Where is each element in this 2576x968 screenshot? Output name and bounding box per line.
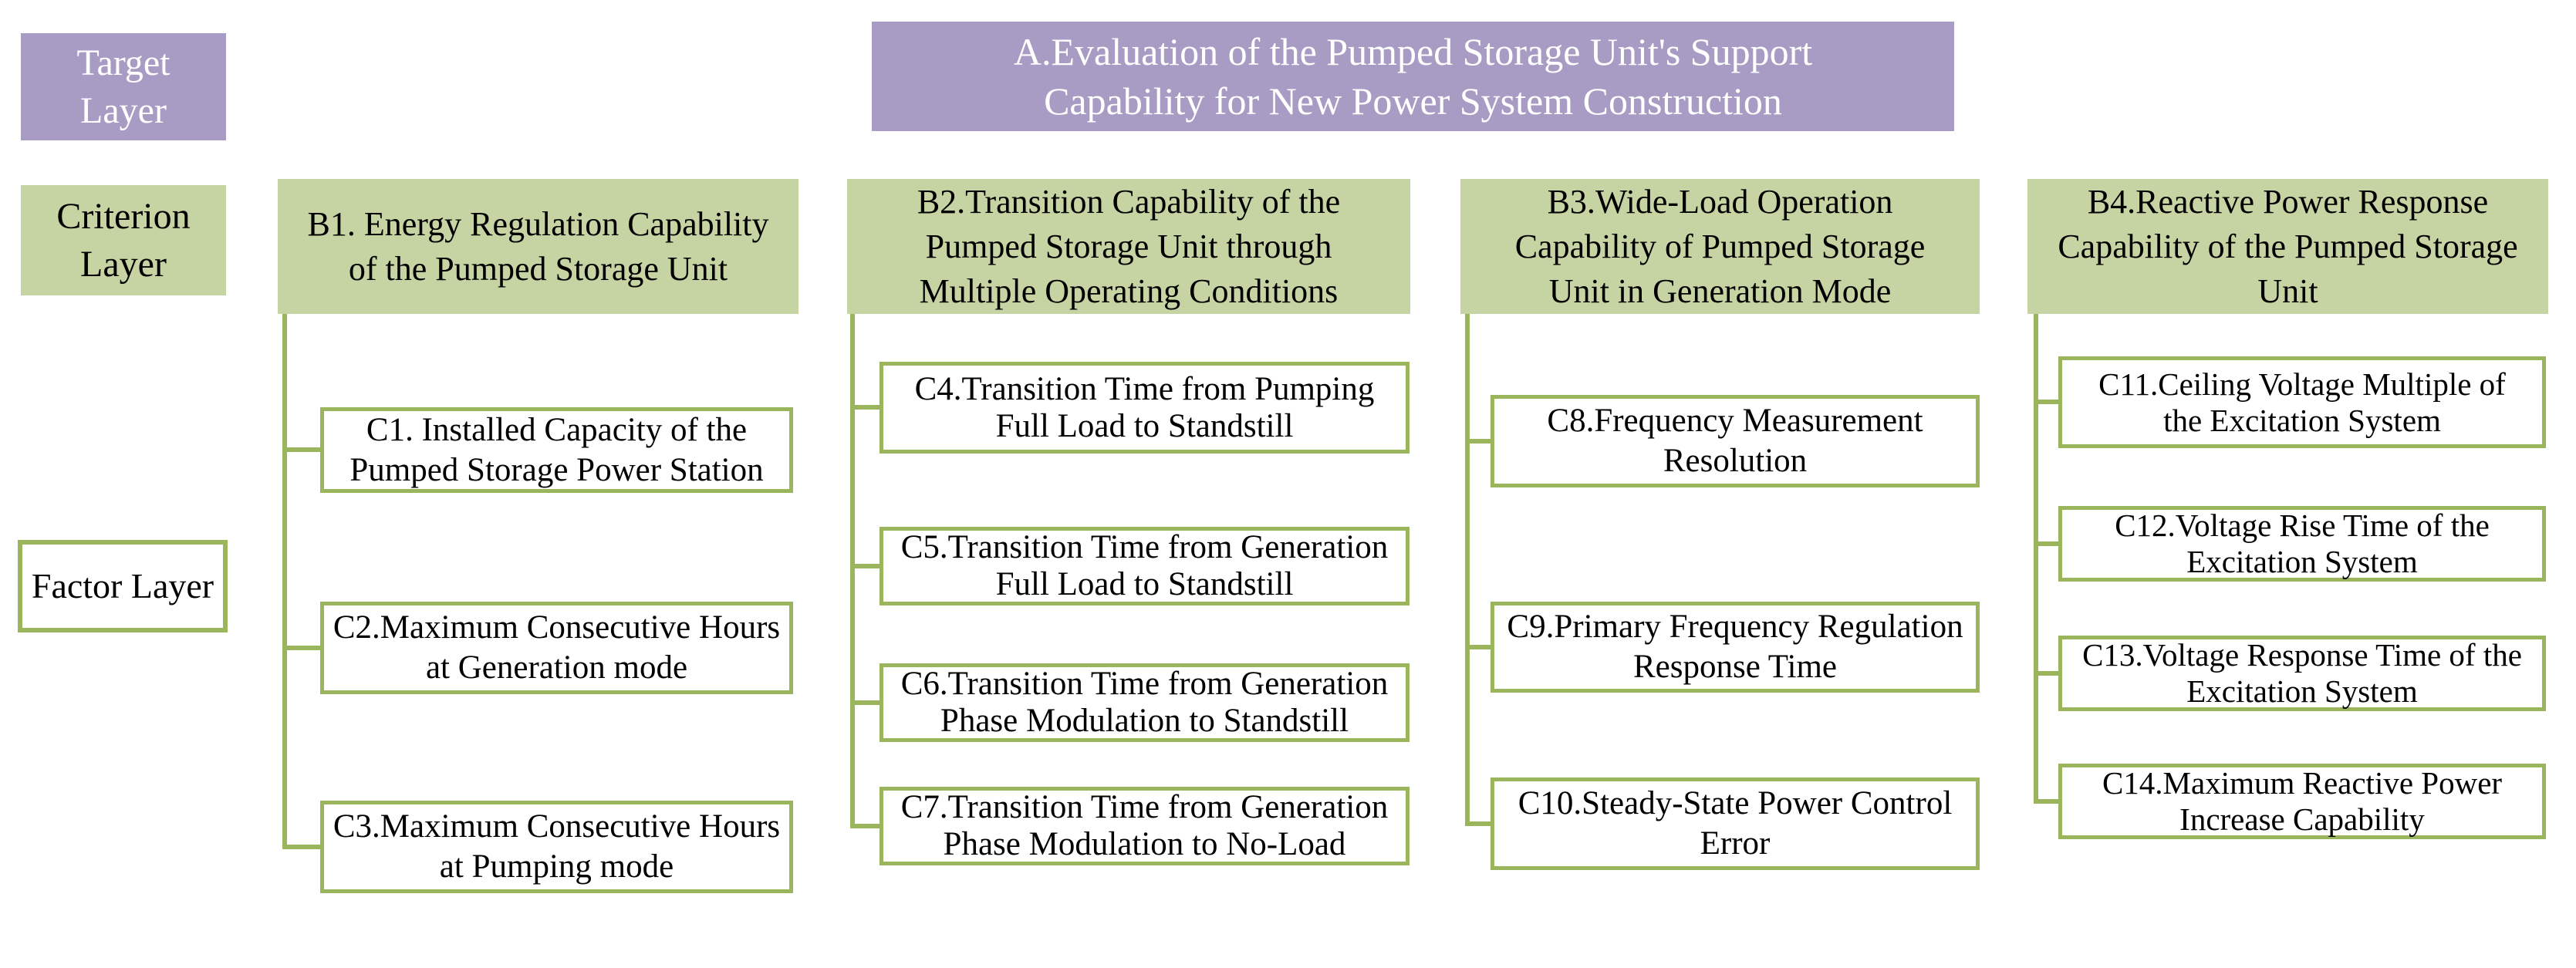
connector-stub-c4 [850, 405, 879, 410]
connector-stub-c9 [1465, 645, 1491, 649]
connector-stub-c1 [282, 447, 320, 452]
connector-stub-c2 [282, 646, 320, 650]
connector-stub-c7 [850, 824, 879, 828]
factor-layer-label: Factor Layer [18, 540, 228, 632]
connector-stub-c14 [2034, 799, 2058, 804]
connector-trunk-b1 [282, 314, 287, 849]
connector-stub-c11 [2034, 400, 2058, 404]
connector-stub-c3 [282, 845, 320, 849]
connector-trunk-b2 [850, 314, 855, 828]
connector-stub-c13 [2034, 671, 2058, 676]
goal-node-a: A.Evaluation of the Pumped Storage Unit'… [872, 22, 1954, 131]
connector-stub-c8 [1465, 439, 1491, 444]
connector-stub-c10 [1465, 821, 1491, 826]
connector-trunk-b3 [1465, 314, 1470, 826]
connector-trunk-b4 [2034, 314, 2038, 804]
connector-stub-c12 [2034, 541, 2058, 546]
connector-stub-c5 [850, 564, 879, 568]
connector-stub-c6 [850, 700, 879, 705]
